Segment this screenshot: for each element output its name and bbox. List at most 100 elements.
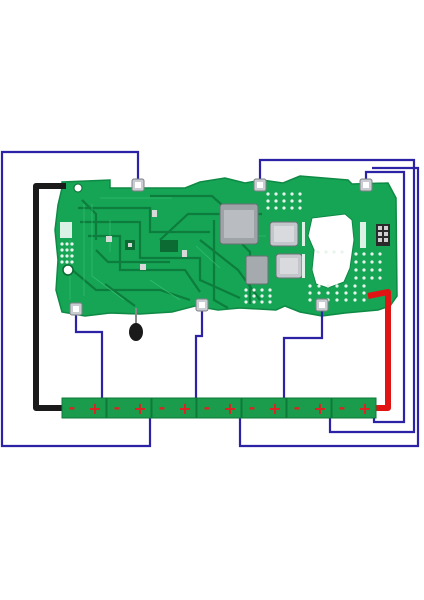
cell-body	[106, 397, 152, 419]
pcb-via	[266, 192, 270, 196]
pcb-via	[362, 260, 366, 264]
pcb-via	[354, 260, 358, 264]
pcb-via	[60, 260, 64, 264]
balance-wire-d	[74, 312, 104, 408]
balance-tap-4	[69, 302, 83, 316]
battery-cell: -+	[106, 397, 152, 419]
pcb-via	[370, 252, 374, 256]
pcb-via	[370, 276, 374, 280]
cell-body	[331, 397, 377, 419]
pcb-via	[354, 268, 358, 272]
ic-chip	[160, 240, 178, 252]
battery-cell: -+	[286, 397, 332, 419]
pcb-via	[266, 199, 270, 203]
pcb-via	[282, 192, 286, 196]
balance-wire-g	[238, 166, 420, 448]
battery-cell: -+	[151, 397, 197, 419]
pcb-via	[344, 291, 348, 295]
pcb-outline	[54, 175, 398, 317]
balance-tap-1	[131, 178, 145, 192]
cell-positive-label: +	[88, 399, 101, 418]
pcb-via	[65, 260, 69, 264]
pcb-via	[282, 199, 286, 203]
battery-cell: -+	[61, 397, 107, 419]
balance-wire-b	[258, 158, 416, 434]
cell-positive-label: +	[358, 399, 371, 418]
pcb-via	[340, 250, 344, 254]
cell-negative-label: -	[204, 398, 211, 417]
pcb-via	[316, 250, 320, 254]
pcb-via	[308, 284, 312, 288]
cell-positive-label: +	[268, 399, 281, 418]
cell-negative-label: -	[339, 398, 346, 417]
cell-body	[196, 397, 242, 419]
pcb-via	[70, 248, 74, 252]
pcb-via	[354, 276, 358, 280]
cell-positive-label: +	[178, 399, 191, 418]
pcb-via	[252, 288, 256, 292]
pcb-via	[60, 254, 64, 258]
mounting-hole	[62, 264, 74, 276]
balance-wire-a	[0, 150, 152, 448]
pcb-via	[353, 284, 357, 288]
pcb-via	[274, 206, 278, 210]
main-positive-wire	[367, 289, 391, 411]
pcb-via	[344, 298, 348, 302]
pcb-via	[362, 252, 366, 256]
pcb-via	[378, 260, 382, 264]
cell-negative-label: -	[69, 398, 76, 417]
board-tap-pads	[69, 178, 373, 316]
pcb-via	[70, 242, 74, 246]
battery-cell: -+	[331, 397, 377, 419]
battery-cell: -+	[241, 397, 287, 419]
cell-positive-label: +	[313, 399, 326, 418]
pcb-via	[244, 294, 248, 298]
cell-negative-label: -	[114, 398, 121, 417]
pcb-via	[60, 248, 64, 252]
pcb-via	[70, 254, 74, 258]
balance-wire-f	[282, 306, 324, 408]
pcb-via	[362, 276, 366, 280]
pcb-via	[308, 291, 312, 295]
pcb-via	[274, 192, 278, 196]
pcb-via	[260, 300, 264, 304]
right-connector	[360, 222, 390, 248]
pcb-via	[335, 298, 339, 302]
pcb-via	[317, 291, 321, 295]
pcb-via	[326, 291, 330, 295]
pcb-via	[335, 284, 339, 288]
pcb-via	[260, 288, 264, 292]
balance-tap-5	[195, 298, 209, 312]
cell-negative-label: -	[159, 398, 166, 417]
pcb-via	[252, 294, 256, 298]
pcb-via	[353, 291, 357, 295]
pcb-via	[260, 294, 264, 298]
pcb-via	[298, 192, 302, 196]
pcb-via	[268, 288, 272, 292]
pcb-via	[378, 268, 382, 272]
pcb-via	[244, 300, 248, 304]
pcb-via	[298, 206, 302, 210]
pcb-via	[317, 284, 321, 288]
pcb-via	[324, 250, 328, 254]
cell-body	[61, 397, 107, 419]
cell-body	[241, 397, 287, 419]
pcb-vias	[60, 192, 382, 304]
pcb-via	[362, 298, 366, 302]
pcb-via	[362, 268, 366, 272]
power-pads	[219, 203, 305, 285]
pcb-via	[378, 252, 382, 256]
pcb-via	[354, 252, 358, 256]
balance-wire-e	[194, 306, 204, 408]
pcb-via	[326, 284, 330, 288]
battery-cells: -+-+-+-+-+-+-+	[61, 397, 377, 419]
pcb-via	[282, 206, 286, 210]
cell-negative-label: -	[294, 398, 301, 417]
balance-wire-c	[364, 170, 406, 424]
pcb-via	[60, 242, 64, 246]
cell-negative-label: -	[249, 398, 256, 417]
pcb-via	[332, 250, 336, 254]
mosfet-pad-3	[245, 255, 269, 285]
balance-wires	[0, 150, 420, 448]
pcb-via	[266, 206, 270, 210]
